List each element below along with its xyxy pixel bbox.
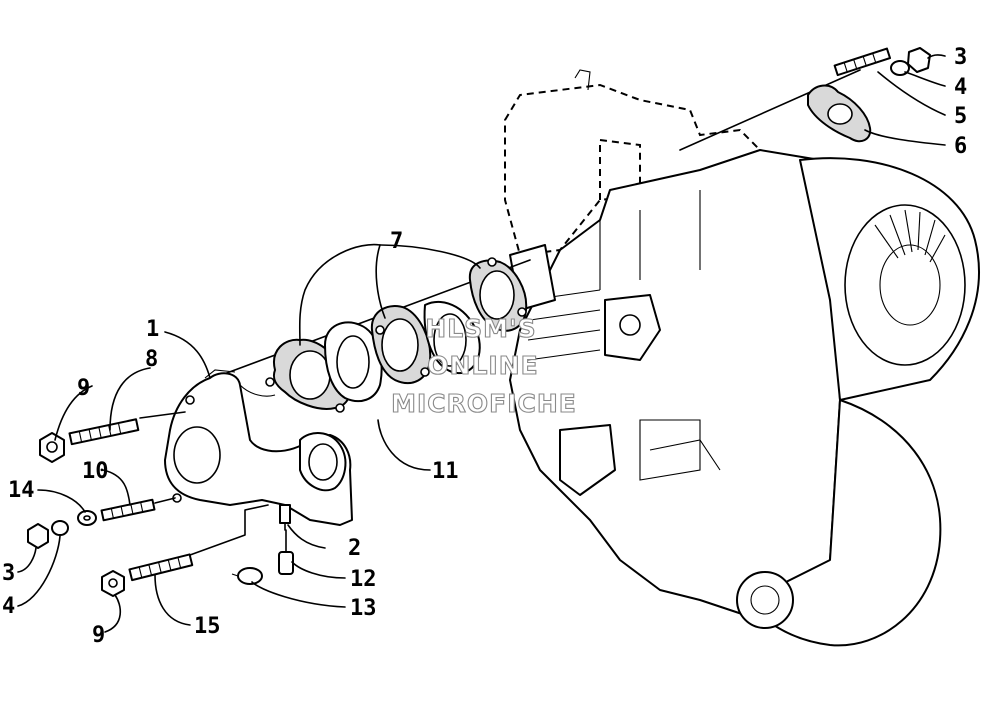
callout-1: 1	[146, 317, 159, 342]
watermark-line-1: HLSM'S	[425, 314, 536, 343]
engine-assembly	[504, 69, 980, 647]
callout-5: 5	[954, 104, 967, 129]
callout-7: 7	[390, 229, 403, 254]
exhaust-manifold	[164, 369, 353, 531]
callout-3-engine: 3	[954, 45, 967, 70]
callout-labels: 1 2 3 3 4 4 5 6 7 8 9 9 10 11 12 13 14 1…	[2, 45, 967, 648]
watermark-line-2: ONLINE	[427, 351, 538, 380]
manifold-hardware	[27, 411, 294, 597]
callout-2: 2	[348, 536, 361, 561]
callout-4-left: 4	[2, 594, 15, 619]
callout-9-lower: 9	[92, 623, 105, 648]
leader-lines	[17, 54, 946, 633]
callout-14: 14	[8, 478, 35, 503]
watermark: HLSM'S ONLINE MICROFICHE	[391, 313, 577, 418]
rear-exhaust-flange-hardware	[679, 47, 931, 151]
callout-10: 10	[82, 459, 109, 484]
callout-15: 15	[194, 614, 221, 639]
callout-11: 11	[432, 459, 459, 484]
watermark-line-3: MICROFICHE	[391, 389, 577, 418]
callout-8: 8	[145, 347, 158, 372]
callout-12: 12	[350, 567, 377, 592]
callout-6: 6	[954, 134, 967, 159]
callout-13: 13	[350, 596, 377, 621]
callout-9-upper: 9	[77, 376, 90, 401]
callout-4-engine: 4	[954, 75, 967, 100]
exhaust-gasket-stack	[207, 257, 531, 413]
callout-3-left: 3	[2, 561, 15, 586]
